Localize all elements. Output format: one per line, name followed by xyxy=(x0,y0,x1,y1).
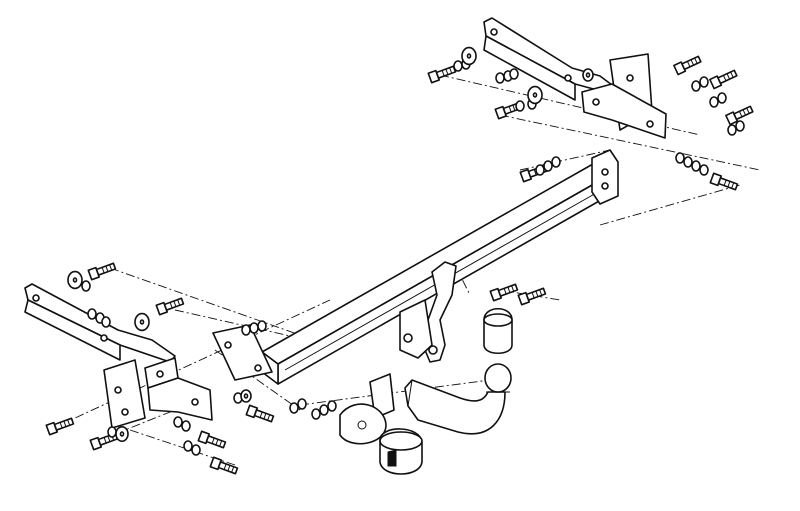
washer-hole xyxy=(139,319,145,325)
nut xyxy=(257,320,267,332)
washer-hole xyxy=(119,431,125,437)
nut xyxy=(453,60,463,72)
nut xyxy=(551,156,561,168)
electrical-socket xyxy=(339,373,423,475)
bolt xyxy=(427,65,457,84)
nut xyxy=(87,308,97,320)
washer-hole xyxy=(243,393,249,399)
nut xyxy=(727,124,737,136)
nut xyxy=(191,444,201,456)
bolt xyxy=(489,283,519,302)
nut xyxy=(543,160,553,172)
nut xyxy=(297,398,307,410)
nut xyxy=(289,402,299,414)
nut xyxy=(249,322,259,334)
nut xyxy=(535,164,545,176)
fasteners xyxy=(45,46,754,475)
washer-hole xyxy=(72,277,78,283)
nut xyxy=(181,420,191,432)
left-side-bracket xyxy=(24,283,213,429)
bolt xyxy=(673,55,702,76)
nut xyxy=(509,68,519,80)
nut xyxy=(699,76,709,88)
nut xyxy=(311,408,321,420)
nut xyxy=(495,72,505,84)
nut xyxy=(691,80,701,92)
nut xyxy=(683,156,693,168)
nut xyxy=(691,160,701,172)
nut xyxy=(173,416,183,428)
bolt xyxy=(45,417,75,436)
nut xyxy=(699,164,709,176)
nut xyxy=(183,440,193,452)
nut xyxy=(327,400,337,412)
bolt xyxy=(209,456,239,475)
bolt xyxy=(197,430,227,449)
nut xyxy=(709,96,719,108)
washer-hole xyxy=(585,72,591,78)
right-side-bracket xyxy=(483,17,667,139)
bolt xyxy=(517,287,547,306)
tow-ball-cap xyxy=(483,307,513,355)
washer-hole xyxy=(532,92,538,98)
nut xyxy=(319,404,329,416)
nut xyxy=(101,316,111,328)
bolt xyxy=(725,105,754,126)
bolt xyxy=(155,297,185,316)
washer-hole xyxy=(466,53,472,59)
nut xyxy=(717,92,727,104)
nut xyxy=(675,152,685,164)
hitch-drop-plate xyxy=(399,261,457,363)
nut xyxy=(735,120,745,132)
bolt xyxy=(709,172,739,191)
bolt xyxy=(245,404,275,423)
nut xyxy=(81,280,91,292)
bolt xyxy=(709,69,738,90)
bolt xyxy=(87,262,117,281)
nut xyxy=(241,324,251,336)
tow-ball-neck xyxy=(404,363,512,435)
nut xyxy=(107,426,117,438)
nut xyxy=(515,100,525,112)
